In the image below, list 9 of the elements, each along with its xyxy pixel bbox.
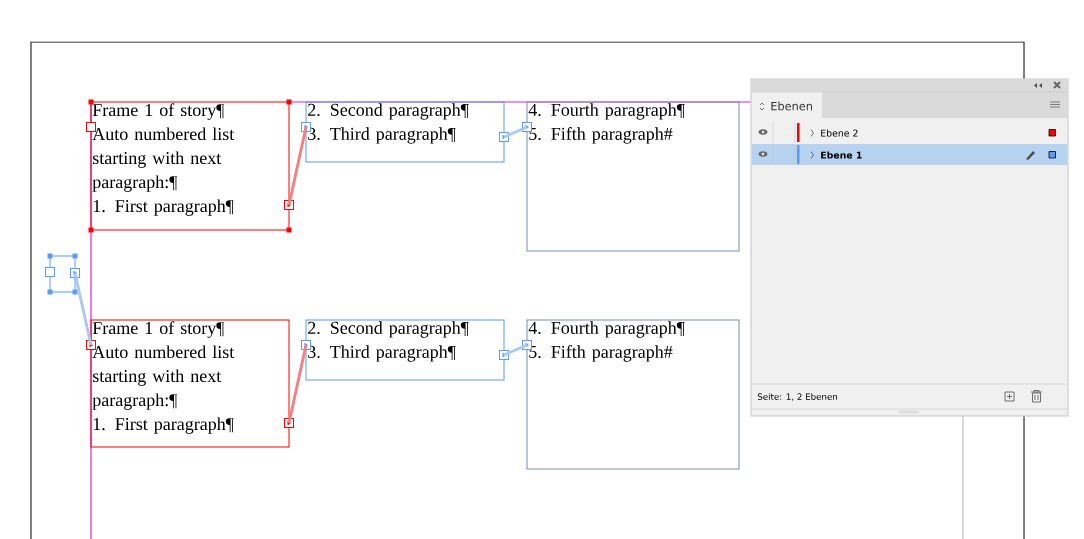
thread-line <box>503 343 528 357</box>
thread-line <box>73 272 93 346</box>
status-text: Seite: 1, 2 Ebenen <box>757 393 837 401</box>
layer-row: Ebene 1 <box>752 143 1067 166</box>
text-frame: Frame 1 of story¶ Auto numbered list starting with next paragraph:¶ 1. First paragraph¶ <box>86 319 294 448</box>
empty-text-frame <box>45 253 80 295</box>
tab-label: Ebenen <box>771 101 812 111</box>
thread-line <box>503 125 528 139</box>
text-frame: Frame 1 of story¶ Auto numbered list starting with next paragraph:¶ 1. First paragraph¶ <box>86 99 294 233</box>
